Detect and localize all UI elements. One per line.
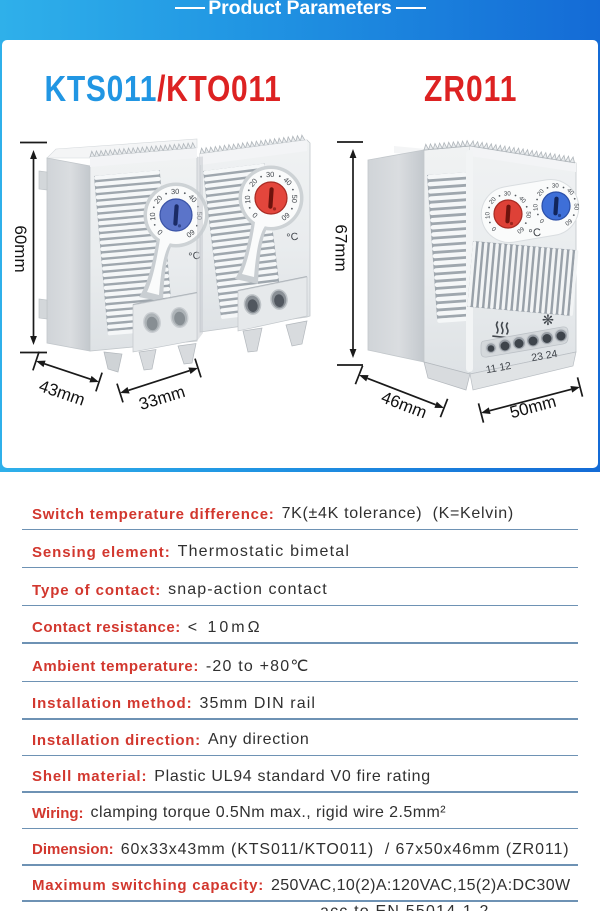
- svg-text:50: 50: [290, 195, 299, 204]
- svg-text:°C: °C: [286, 231, 300, 244]
- svg-text:30: 30: [552, 182, 560, 189]
- svg-text:20: 20: [536, 188, 546, 198]
- svg-text:67mm: 67mm: [332, 224, 351, 271]
- svg-text:50: 50: [524, 211, 531, 219]
- svg-text:°C: °C: [528, 227, 542, 240]
- svg-text:0: 0: [538, 216, 546, 224]
- svg-text:60: 60: [563, 217, 573, 227]
- svg-text:30: 30: [266, 170, 275, 179]
- svg-text:20: 20: [488, 196, 498, 206]
- svg-text:11 12: 11 12: [485, 360, 512, 376]
- svg-text:40: 40: [517, 195, 527, 205]
- svg-text:50: 50: [572, 203, 579, 211]
- svg-text:50mm: 50mm: [508, 392, 559, 423]
- svg-text:43mm: 43mm: [37, 376, 88, 409]
- svg-text:40: 40: [565, 187, 575, 197]
- svg-text:33mm: 33mm: [137, 382, 188, 414]
- svg-text:30: 30: [171, 187, 180, 196]
- svg-text:10: 10: [484, 211, 492, 219]
- svg-text:10: 10: [532, 203, 540, 211]
- svg-text:30: 30: [504, 190, 512, 197]
- svg-text:10: 10: [148, 212, 158, 221]
- svg-text:0: 0: [155, 228, 164, 237]
- svg-text:23 24: 23 24: [530, 348, 558, 364]
- svg-text:60mm: 60mm: [11, 225, 30, 272]
- svg-text:60: 60: [515, 225, 525, 235]
- svg-text:0: 0: [250, 211, 259, 220]
- svg-text:❋: ❋: [542, 313, 554, 329]
- svg-text:0: 0: [490, 224, 498, 232]
- svg-text:10: 10: [243, 195, 253, 204]
